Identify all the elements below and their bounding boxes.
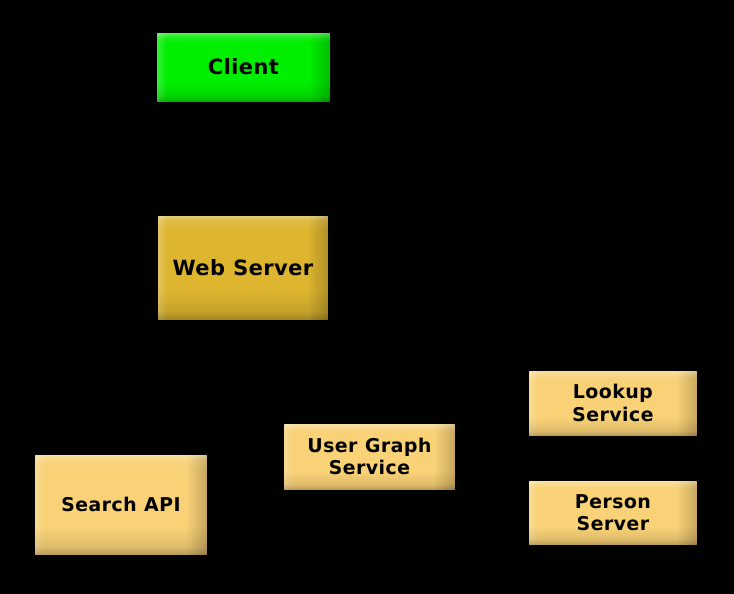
node-person-server[interactable]: Person Server <box>529 481 697 545</box>
node-lookup-service-label: Lookup Service <box>572 381 654 426</box>
node-web-server-label: Web Server <box>172 255 314 280</box>
node-search-api[interactable]: Search API <box>35 455 207 555</box>
node-user-graph-service[interactable]: User Graph Service <box>284 424 455 490</box>
node-client[interactable]: Client <box>157 33 330 102</box>
node-person-server-label: Person Server <box>574 490 652 535</box>
node-lookup-service[interactable]: Lookup Service <box>529 371 697 436</box>
node-web-server[interactable]: Web Server <box>158 216 328 320</box>
node-client-label: Client <box>207 55 280 80</box>
node-user-graph-service-label: User Graph Service <box>307 434 432 479</box>
node-search-api-label: Search API <box>61 493 181 516</box>
